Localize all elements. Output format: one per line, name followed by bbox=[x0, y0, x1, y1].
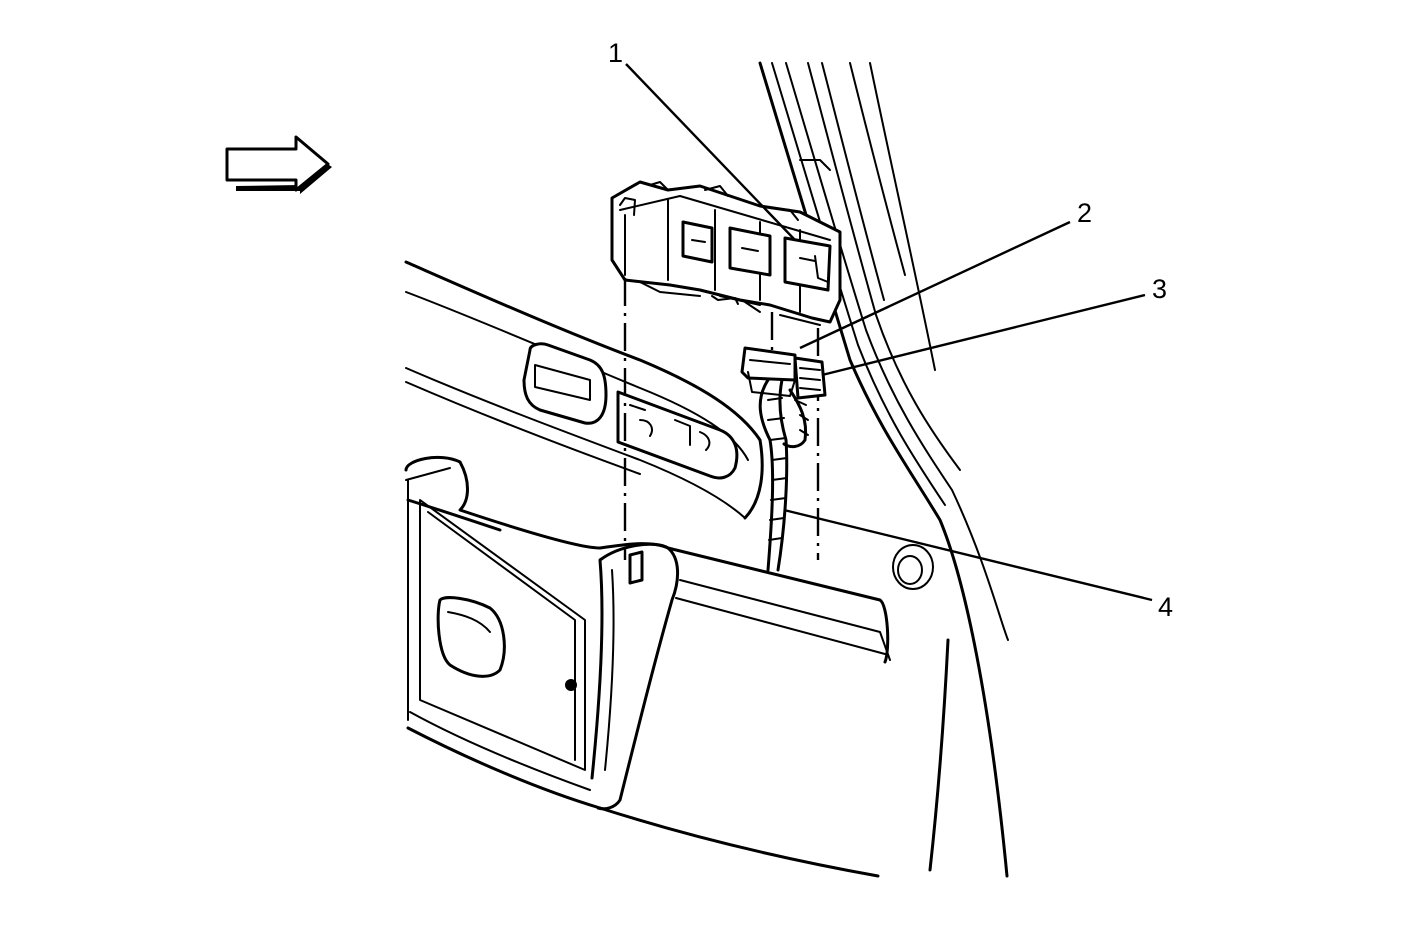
electronic-module bbox=[610, 180, 842, 326]
callout-2: 2 bbox=[1077, 198, 1092, 228]
connector-2 bbox=[740, 346, 797, 397]
connector-3 bbox=[793, 356, 827, 400]
callout-leaders bbox=[625, 63, 1153, 602]
pillar-hole bbox=[892, 544, 934, 590]
arrow-right-icon bbox=[225, 135, 332, 194]
body-pillar bbox=[758, 61, 1009, 878]
trim-panel-upper bbox=[404, 260, 764, 520]
alignment-lines bbox=[623, 278, 820, 560]
callout-3: 3 bbox=[1152, 274, 1167, 304]
wiring-harness bbox=[758, 378, 809, 572]
callout-1: 1 bbox=[608, 38, 623, 68]
trim-panel-lower bbox=[404, 455, 891, 878]
callout-4: 4 bbox=[1158, 592, 1173, 622]
